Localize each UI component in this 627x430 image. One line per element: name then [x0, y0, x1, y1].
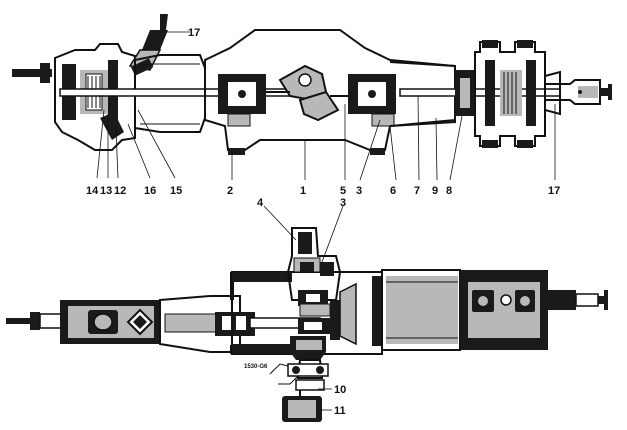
- label-5: 5: [340, 185, 346, 197]
- label-16: 16: [144, 185, 156, 197]
- label-10: 10: [334, 384, 346, 396]
- label-3-top: 3: [356, 185, 362, 197]
- bottom-right-cylinder: [372, 269, 608, 351]
- bottom-pump-assembly: [269, 359, 329, 422]
- bottom-crosshead-guide: [159, 295, 321, 353]
- label-17-top: 17: [188, 27, 200, 39]
- label-11: 11: [334, 405, 346, 417]
- label-17-bottom: 17: [548, 185, 560, 197]
- label-7: 7: [414, 185, 420, 197]
- right-cylinder: [474, 40, 561, 148]
- crankcase: [204, 29, 456, 155]
- label-4: 4: [257, 197, 264, 209]
- label-6: 6: [390, 185, 396, 197]
- label-9: 9: [432, 185, 438, 197]
- bottom-left-shaft: [6, 318, 36, 324]
- valve-stem-17: [128, 14, 168, 76]
- left-shaft-stub: [12, 69, 52, 77]
- label-14: 14: [86, 185, 99, 197]
- label-3-bottom: 3: [340, 197, 346, 209]
- label-13: 13: [100, 185, 112, 197]
- left-shaft-collar: [40, 63, 50, 83]
- bottom-crankcase: [230, 227, 383, 360]
- figure-code: 1530-G6: [244, 364, 268, 370]
- left-cylinder-head: [54, 43, 136, 151]
- label-12: 12: [114, 185, 126, 197]
- right-end-valve-17: [544, 79, 612, 105]
- bottom-plan-view: 1530-G6 4 3 10 11: [6, 197, 608, 422]
- bottom-left-cylinder: [60, 300, 160, 344]
- label-1: 1: [300, 185, 306, 197]
- top-section-view: 17 14 13 12 16 15 2 1 5 3 6 7 9 8 17: [12, 14, 612, 197]
- right-packing-gland: [455, 70, 475, 116]
- label-8: 8: [446, 185, 452, 197]
- label-15: 15: [170, 185, 182, 197]
- label-2: 2: [227, 185, 233, 197]
